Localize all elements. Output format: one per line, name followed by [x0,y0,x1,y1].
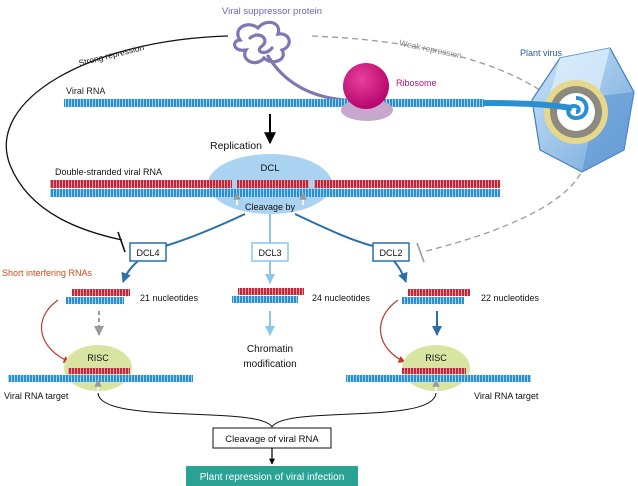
viral-target-right [346,375,531,382]
ribosome-subunit [343,63,389,109]
branch-to-dcl4 [164,213,246,247]
cleavage-viral-label: Cleavage of viral RNA [225,434,319,445]
converge-line-right [271,392,437,428]
viral-rna-label: Viral RNA [66,86,105,96]
sirna-22-red [408,289,470,296]
dcl3-label: DCL3 [258,248,281,258]
risc-left-label: RISC [87,353,109,363]
weak-repression-bar [416,242,425,263]
sirna-24-blue [232,296,298,303]
strong-repression-bar [117,231,126,253]
strong-repression-curve [5,35,229,241]
dcl4-to-sirna-arrow [121,260,139,283]
ribosome-label: Ribosome [396,78,437,88]
plant-virus-icon [483,47,635,173]
viral-target-left-label: Viral RNA target [4,391,69,401]
nt24-label: 24 nucleotides [312,293,371,303]
nt21-label: 21 nucleotides [140,293,199,303]
dcl4-box [129,242,167,262]
replication-label: Replication [210,140,262,152]
risc-right-guide [402,368,466,374]
plant-repression-label: Plant repression of viral infection [200,472,345,483]
sirna-21-blue [66,297,124,304]
risc-left-guide [68,368,130,374]
dsrna-blue-strand [50,189,500,197]
viral-target-left [8,375,193,382]
branch-to-dcl2 [294,213,374,247]
dcl2-box [372,242,410,262]
dcl4-label: DCL4 [136,248,159,258]
cut-gap-1 [232,179,237,189]
red-loading-arrow-left [40,299,71,363]
short-interfering-label: Short interfering RNAs [2,268,93,278]
dcl2-label: DCL2 [379,248,402,258]
risc-right-label: RISC [425,353,447,363]
cut-gap-2 [309,179,314,189]
sirna-22-blue [402,297,464,304]
dsrna-label: Double-stranded viral RNA [55,167,162,177]
dsrna-red-strand [50,180,500,188]
dcl2-to-sirna-arrow [393,260,408,283]
weak-repression-label: Weak repression [398,38,463,61]
chromatin-label-line2: modification [243,359,296,370]
sirna-21-red [72,289,130,296]
dcl-label: DCL [260,163,279,174]
sirna-24-red [238,288,304,295]
plant-virus-label: Plant virus [520,48,563,58]
red-loading-arrow-right [379,299,406,363]
cleavage-by-label: Cleavage by [245,202,296,212]
nt22-label: 22 nucleotides [481,293,540,303]
viral-target-right-label: Viral RNA target [474,391,539,401]
viral-suppressor-label: Viral suppressor protein [222,6,322,17]
converge-line-left [97,392,273,428]
plant-repression-box [186,466,358,486]
viral-rna-strand [64,99,484,107]
chromatin-label-line1: Chromatin [247,344,293,355]
strong-repression-label: Strong repression [78,42,146,68]
